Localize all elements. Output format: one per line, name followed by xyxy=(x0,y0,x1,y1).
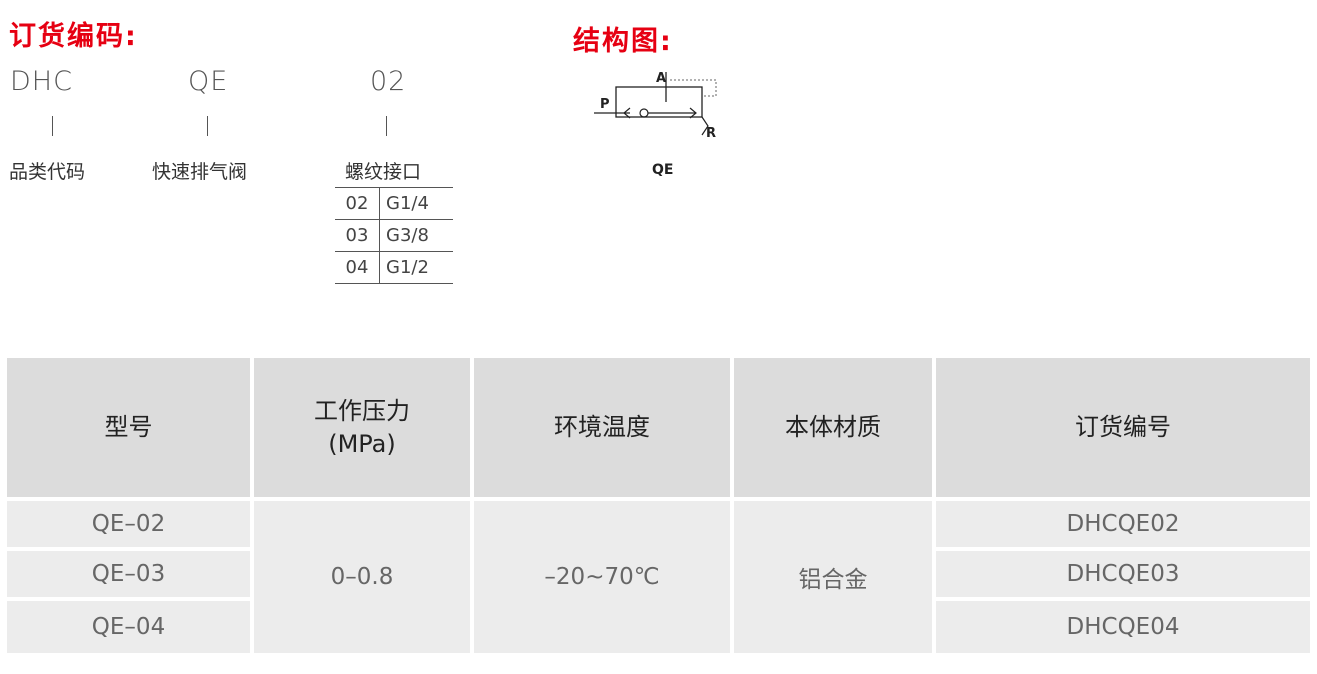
code-segment-category: DHC xyxy=(10,66,73,97)
temperature-cell: –20~70℃ xyxy=(474,501,730,653)
header-model: 型号 xyxy=(7,358,250,497)
model-cell: QE–03 xyxy=(7,551,250,597)
valve-symbol-diagram: A P R xyxy=(594,71,717,141)
model-cell: QE–04 xyxy=(7,601,250,653)
order-number-cell: DHCQE02 xyxy=(936,501,1310,547)
port-a-label: A xyxy=(656,71,666,86)
thread-option-table: 02 G1/4 03 G3/8 04 G1/2 xyxy=(335,187,453,284)
order-number-cell: DHCQE03 xyxy=(936,551,1310,597)
code-connector-line xyxy=(207,116,209,136)
valve-body xyxy=(615,86,703,118)
code-label-type: 快速排气阀 xyxy=(152,161,248,183)
diagram-caption: QE xyxy=(652,162,674,178)
pressure-cell: 0–0.8 xyxy=(254,501,470,653)
header-material: 本体材质 xyxy=(734,358,932,497)
header-order-no-label: 订货编号 xyxy=(1075,413,1171,442)
port-p-label: P xyxy=(600,97,610,112)
pilot-dashed-line xyxy=(670,79,717,97)
order-code-title: 订货编码: xyxy=(9,21,138,52)
code-connector-line xyxy=(52,116,54,136)
code-segment-thread: 02 xyxy=(370,66,407,97)
header-pressure-unit: (MPa) xyxy=(328,429,396,458)
code-segment-type: QE xyxy=(188,66,229,97)
exhaust-arrow xyxy=(701,116,709,136)
thread-code: 02 xyxy=(335,187,380,220)
thread-code: 03 xyxy=(335,219,380,252)
header-temperature-label: 环境温度 xyxy=(554,413,650,442)
table-row: 03 G3/8 xyxy=(335,219,453,252)
table-row: 02 G1/4 xyxy=(335,187,453,220)
header-pressure: 工作压力 (MPa) xyxy=(254,358,470,497)
thread-size: G3/8 xyxy=(386,225,429,246)
check-arrow xyxy=(623,107,631,119)
order-number-cell: DHCQE04 xyxy=(936,601,1310,653)
material-cell: 铝合金 xyxy=(734,501,932,653)
code-label-category: 品类代码 xyxy=(9,161,86,183)
code-connector-line xyxy=(386,116,388,136)
header-material-label: 本体材质 xyxy=(785,413,881,442)
model-cell: QE–02 xyxy=(7,501,250,547)
header-model-label: 型号 xyxy=(104,413,153,442)
structure-title: 结构图: xyxy=(573,26,673,57)
flow-arrow xyxy=(689,107,697,119)
thread-code: 04 xyxy=(335,251,380,284)
header-temperature: 环境温度 xyxy=(474,358,730,497)
header-pressure-label: 工作压力 xyxy=(314,397,410,426)
port-r-label: R xyxy=(706,126,716,141)
header-order-no: 订货编号 xyxy=(936,358,1310,497)
thread-size: G1/4 xyxy=(386,193,429,214)
code-label-thread: 螺纹接口 xyxy=(345,161,422,183)
check-ball xyxy=(639,108,649,118)
thread-size: G1/2 xyxy=(386,257,429,278)
table-row: 04 G1/2 xyxy=(335,251,453,284)
